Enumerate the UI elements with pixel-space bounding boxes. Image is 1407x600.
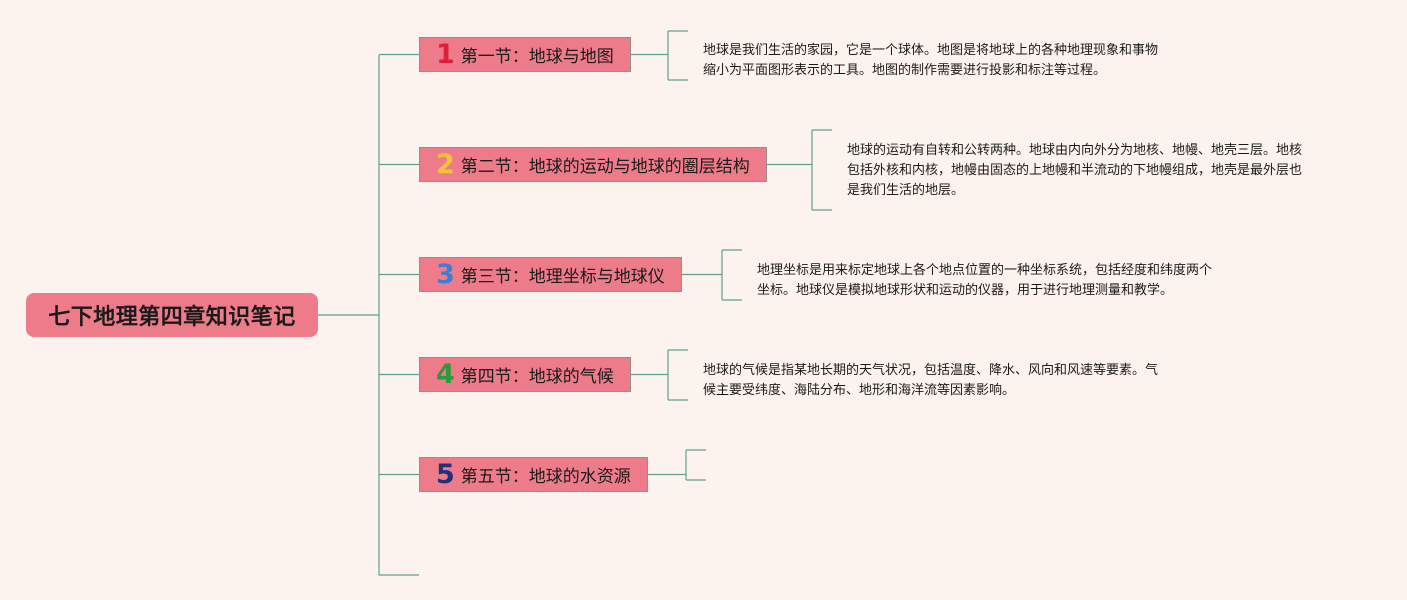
- topic-number: 3: [436, 259, 455, 290]
- topic-number: 1: [436, 39, 455, 70]
- note-line: 候主要受纬度、海陆分布、地形和海洋流等因素影响。: [703, 383, 1016, 398]
- note-line: 缩小为平面图形表示的工具。地图的制作需要进行投影和标注等过程。: [703, 63, 1107, 78]
- topic-note-3: 地理坐标是用来标定地球上各个地点位置的一种坐标系统，包括经度和纬度两个 坐标。地…: [757, 261, 1212, 301]
- topic-number: 2: [436, 149, 455, 180]
- topic-section-3[interactable]: 3 第三节：地理坐标与地球仪: [419, 257, 682, 292]
- topic-section-4[interactable]: 4 第四节：地球的气候: [419, 357, 631, 392]
- topic-note-2: 地球的运动有自转和公转两种。地球由内向外分为地核、地幔、地壳三层。地核 包括外核…: [847, 141, 1302, 201]
- topic-label: 第三节：地理坐标与地球仪: [460, 267, 665, 287]
- topic-section-5[interactable]: 5 第五节：地球的水资源: [419, 457, 648, 492]
- topic-number: 5: [436, 459, 455, 490]
- note-line: 包括外核和内核，地幔由固态的上地幔和半流动的下地幔组成，地壳是最外层也: [847, 163, 1303, 178]
- topic-label: 第五节：地球的水资源: [460, 467, 631, 487]
- note-line: 地球的运动有自转和公转两种。地球由内向外分为地核、地幔、地壳三层。地核: [847, 143, 1303, 158]
- topic-label: 第四节：地球的气候: [460, 367, 614, 387]
- root-topic-label: 七下地理第四章知识笔记: [48, 305, 296, 330]
- topic-number: 4: [436, 359, 455, 390]
- topic-label: 第二节：地球的运动与地球的圈层结构: [460, 157, 750, 177]
- note-line: 地理坐标是用来标定地球上各个地点位置的一种坐标系统，包括经度和纬度两个: [757, 263, 1213, 278]
- note-line: 地球是我们生活的家园，它是一个球体。地图是将地球上的各种地理现象和事物: [703, 43, 1159, 58]
- topic-section-1[interactable]: 1 第一节：地球与地图: [419, 37, 631, 72]
- note-line: 是我们生活的地层。: [847, 183, 965, 198]
- topic-note-1: 地球是我们生活的家园，它是一个球体。地图是将地球上的各种地理现象和事物 缩小为平…: [703, 41, 1158, 81]
- topic-note-4: 地球的气候是指某地长期的天气状况，包括温度、降水、风向和风速等要素。气 候主要受…: [703, 361, 1158, 401]
- topic-label: 第一节：地球与地图: [460, 47, 614, 67]
- topic-section-2[interactable]: 2 第二节：地球的运动与地球的圈层结构: [419, 147, 767, 182]
- note-line: 地球的气候是指某地长期的天气状况，包括温度、降水、风向和风速等要素。气: [703, 363, 1159, 378]
- note-line: 坐标。地球仪是模拟地球形状和运动的仪器，用于进行地理测量和教学。: [757, 283, 1174, 298]
- root-topic[interactable]: 七下地理第四章知识笔记: [26, 293, 318, 337]
